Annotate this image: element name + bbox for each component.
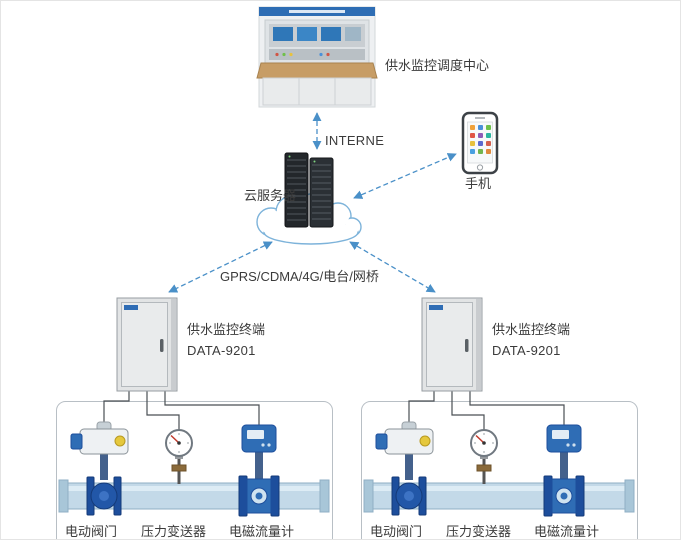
control-center-photo [256,6,378,108]
comm-links [168,112,457,293]
terminal-name-left: 供水监控终端 [187,322,266,337]
control-center-label: 供水监控调度中心 [385,58,490,73]
link-cloud-phone [353,153,457,199]
phone-app-icons [470,125,491,154]
terminal-name-right: 供水监控终端 [492,322,571,337]
link-cloud-site-right [349,241,436,293]
device-label-pressure-left: 压力变送器 [141,524,207,539]
server-towers-icon [284,152,334,228]
device-label-valve-right: 电动阀门 [370,524,423,539]
internet-label: INTERNE [325,133,385,148]
device-label-flowmeter-right: 电磁流量计 [534,524,600,539]
network-label: GPRS/CDMA/4G/电台/网桥 [220,269,379,284]
device-label-flowmeter-left: 电磁流量计 [229,524,295,539]
cloud-server-icon [256,152,362,245]
link-cloud-site-left [168,241,273,293]
device-label-pressure-right: 压力变送器 [446,524,512,539]
device-label-valve-left: 电动阀门 [65,524,118,539]
cloud-server-label: 云服务器 [244,188,297,203]
phone-icon [461,111,499,175]
terminal-model-left: DATA-9201 [187,343,256,358]
phone-label: 手机 [465,176,492,191]
terminal-model-right: DATA-9201 [492,343,561,358]
